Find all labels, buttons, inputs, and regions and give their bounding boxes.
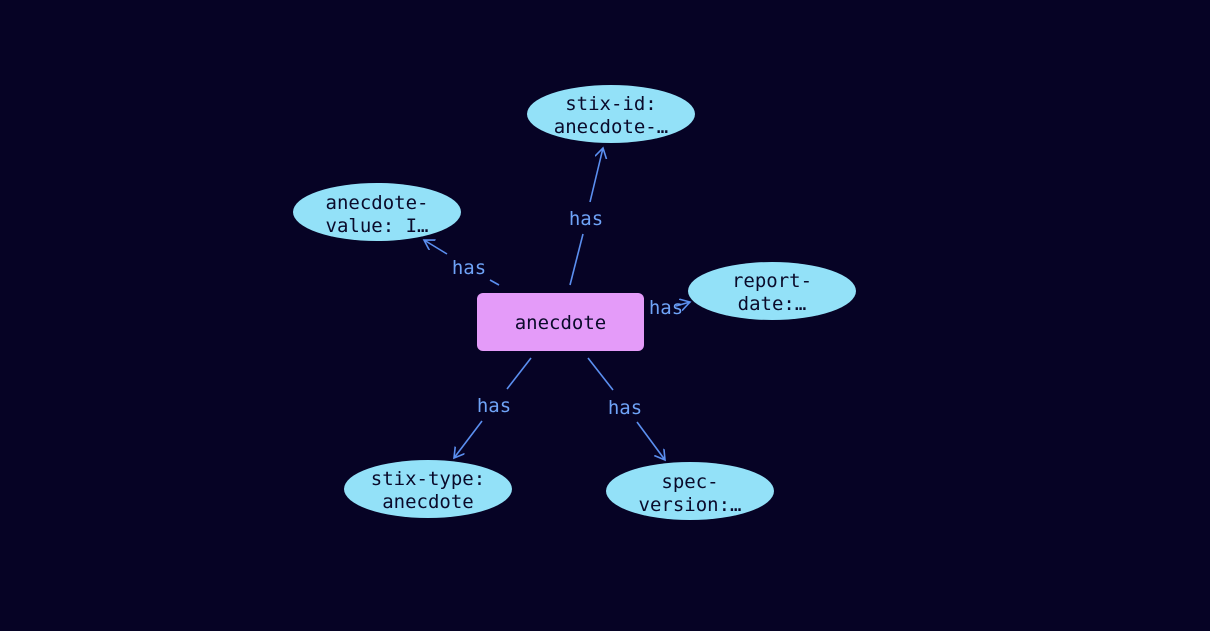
node-shape bbox=[527, 85, 695, 143]
node-shape bbox=[293, 183, 461, 241]
node-label-line-1: stix-type: bbox=[371, 468, 485, 490]
node-shape bbox=[606, 462, 774, 520]
node-label-line-2: date:… bbox=[738, 293, 807, 315]
edge-label: has bbox=[452, 257, 486, 279]
node-label-line-2: anecdote bbox=[382, 491, 474, 513]
edge-arrow bbox=[589, 148, 603, 203]
node-label: anecdote bbox=[515, 312, 607, 334]
edge-arrow bbox=[675, 302, 690, 306]
node-label-line-1: anecdote- bbox=[326, 192, 429, 214]
node-shape bbox=[344, 460, 512, 518]
node-spec-version[interactable]: spec- version:… bbox=[606, 462, 774, 520]
node-anecdote[interactable]: anecdote bbox=[477, 293, 644, 351]
node-label-line-1: report- bbox=[732, 270, 812, 292]
node-shape bbox=[477, 293, 644, 351]
edge-line bbox=[506, 357, 532, 390]
edge-stix-id: has bbox=[569, 148, 603, 286]
node-label-line-1: spec- bbox=[661, 471, 718, 493]
node-label-line-2: anecdote-… bbox=[554, 116, 668, 138]
node-label-line-2: value: I… bbox=[326, 215, 429, 237]
node-label-line-2: version:… bbox=[639, 494, 742, 516]
edge-label: has bbox=[477, 395, 511, 417]
node-stix-type[interactable]: stix-type: anecdote bbox=[344, 460, 512, 518]
edge-label: has bbox=[608, 397, 642, 419]
edge-arrow bbox=[454, 420, 483, 458]
edge-arrow bbox=[424, 240, 448, 255]
edge-line bbox=[489, 279, 500, 286]
node-report-date[interactable]: report- date:… bbox=[688, 262, 856, 320]
edge-label: has bbox=[569, 208, 603, 230]
edge-report-date: has bbox=[649, 297, 690, 319]
edge-arrow bbox=[636, 421, 665, 460]
edge-line bbox=[569, 233, 584, 286]
node-shape bbox=[688, 262, 856, 320]
edge-line bbox=[587, 357, 614, 391]
edge-stix-type: has bbox=[454, 357, 532, 458]
edge-spec-version: has bbox=[587, 357, 665, 460]
edge-anecdote-value: has bbox=[424, 240, 500, 286]
node-anecdote-value[interactable]: anecdote- value: I… bbox=[293, 183, 461, 241]
edge-label: has bbox=[649, 297, 683, 319]
node-stix-id[interactable]: stix-id: anecdote-… bbox=[527, 85, 695, 143]
node-label-line-1: stix-id: bbox=[565, 93, 657, 115]
